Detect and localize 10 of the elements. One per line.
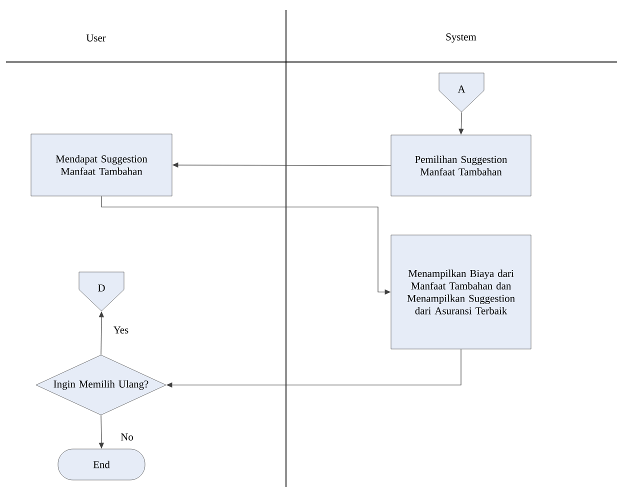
offpage-connector: D [78,272,124,312]
lane-header: System [446,33,476,43]
terminator: End [58,448,146,480]
edge-label: Yes [112,326,130,334]
offpage-connector: A [438,72,484,112]
process-box: Menampilkan Biaya dari Manfaat Tambahan dan Menampilkan Suggestion dari Asuransi Terbaik [390,234,532,350]
process-box: Mendapat Suggestion Manfaat Tambahan [30,134,172,196]
lane-header: User [86,34,106,42]
edge-label: No [120,432,134,442]
process-box: Pemilihan Suggestion Manfaat Tambahan [390,134,532,196]
